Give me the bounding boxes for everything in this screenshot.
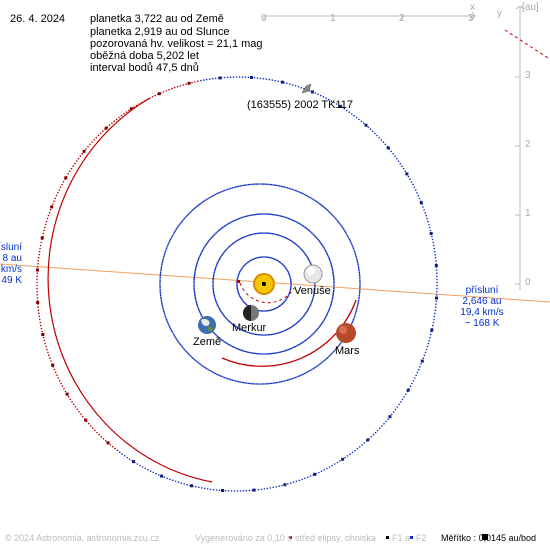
info-line-4: oběžná doba 5,202 let [90, 50, 199, 62]
footer-legend-f2: F2 [416, 533, 427, 543]
asteroid-label: (163555) 2002 TK117 [247, 99, 354, 111]
perihelion-block: přísluní 2,646 au 19,4 km/s ~ 168 K [444, 285, 520, 329]
mars-orbit [159, 183, 361, 385]
y-tick-0: 0 [525, 277, 531, 288]
y-axis-label: y [497, 8, 502, 19]
venus-icon [303, 264, 323, 284]
aphelion-speed: km/s [0, 264, 22, 275]
x-tick-0: 0 [261, 13, 267, 24]
legend-markers [289, 534, 488, 540]
info-line-3: pozorovaná hv. velikost = 21,1 mag [90, 38, 263, 50]
apsis-line [0, 263, 550, 303]
y-tick-3: 3 [525, 70, 531, 81]
mercury-orbit [236, 256, 292, 312]
asteroid-orbit [36, 76, 438, 492]
x-tick-1: 1 [330, 13, 336, 24]
info-line-2: planetka 2,919 au od Slunce [90, 26, 230, 38]
footer-scale: Měřítko : 0,0145 au/bod [441, 533, 537, 543]
venus-orbit [212, 232, 316, 336]
info-line-1: planetka 3,722 au od Země [90, 13, 224, 25]
aphelion-title: přísluní [0, 242, 22, 253]
footer-generated: Vygenerováno za 0,10 s [195, 533, 292, 543]
earth-icon [198, 316, 216, 334]
y-tick-2: 2 [525, 139, 531, 150]
inner-orbit-highlight [239, 282, 295, 304]
mercury-icon [243, 305, 259, 321]
planet-orbits [159, 183, 361, 385]
mars-icon [336, 323, 356, 343]
mars-label: Mars [335, 345, 360, 357]
trajectory-fragment [504, 29, 549, 59]
asteroid-orbit-solid-arc [47, 97, 213, 483]
aphelion-distance: 8 au [2, 253, 22, 264]
footer-legend-f1: F1 a [392, 533, 411, 543]
perihelion-title: přísluní [465, 285, 499, 296]
earth-label: Země [193, 336, 222, 348]
footer-copyright: © 2024 Astronomia, astronomia.zcu.cz [5, 533, 160, 543]
footer-legend-center: střed elipsy, ohniska [295, 533, 376, 543]
aphelion-block: přísluní 8 au km/s 49 K [0, 242, 22, 286]
y-tick-1: 1 [525, 208, 531, 219]
asteroid-icon [301, 83, 312, 94]
earth-orbit [193, 213, 335, 355]
venus-label: Venuše [294, 285, 331, 297]
info-line-5: interval bodů 47,5 dnů [90, 62, 199, 74]
perihelion-speed: 19,4 km/s [460, 307, 504, 318]
x-tick-3: 3 [468, 13, 474, 24]
foci-markers [237, 280, 265, 285]
aphelion-temperature: 49 K [1, 275, 22, 286]
perihelion-distance: 2,646 au [462, 296, 502, 307]
axis-unit-label: [au] [522, 2, 539, 13]
x-axis-label: x [470, 2, 475, 13]
mercury-label: Merkur [232, 322, 267, 334]
coordinate-axes [263, 5, 525, 290]
mars-orbit-highlight [221, 299, 357, 367]
perihelion-temperature: ~ 168 K [464, 318, 500, 329]
x-tick-2: 2 [399, 13, 405, 24]
date-label: 26. 4. 2024 [10, 13, 66, 25]
